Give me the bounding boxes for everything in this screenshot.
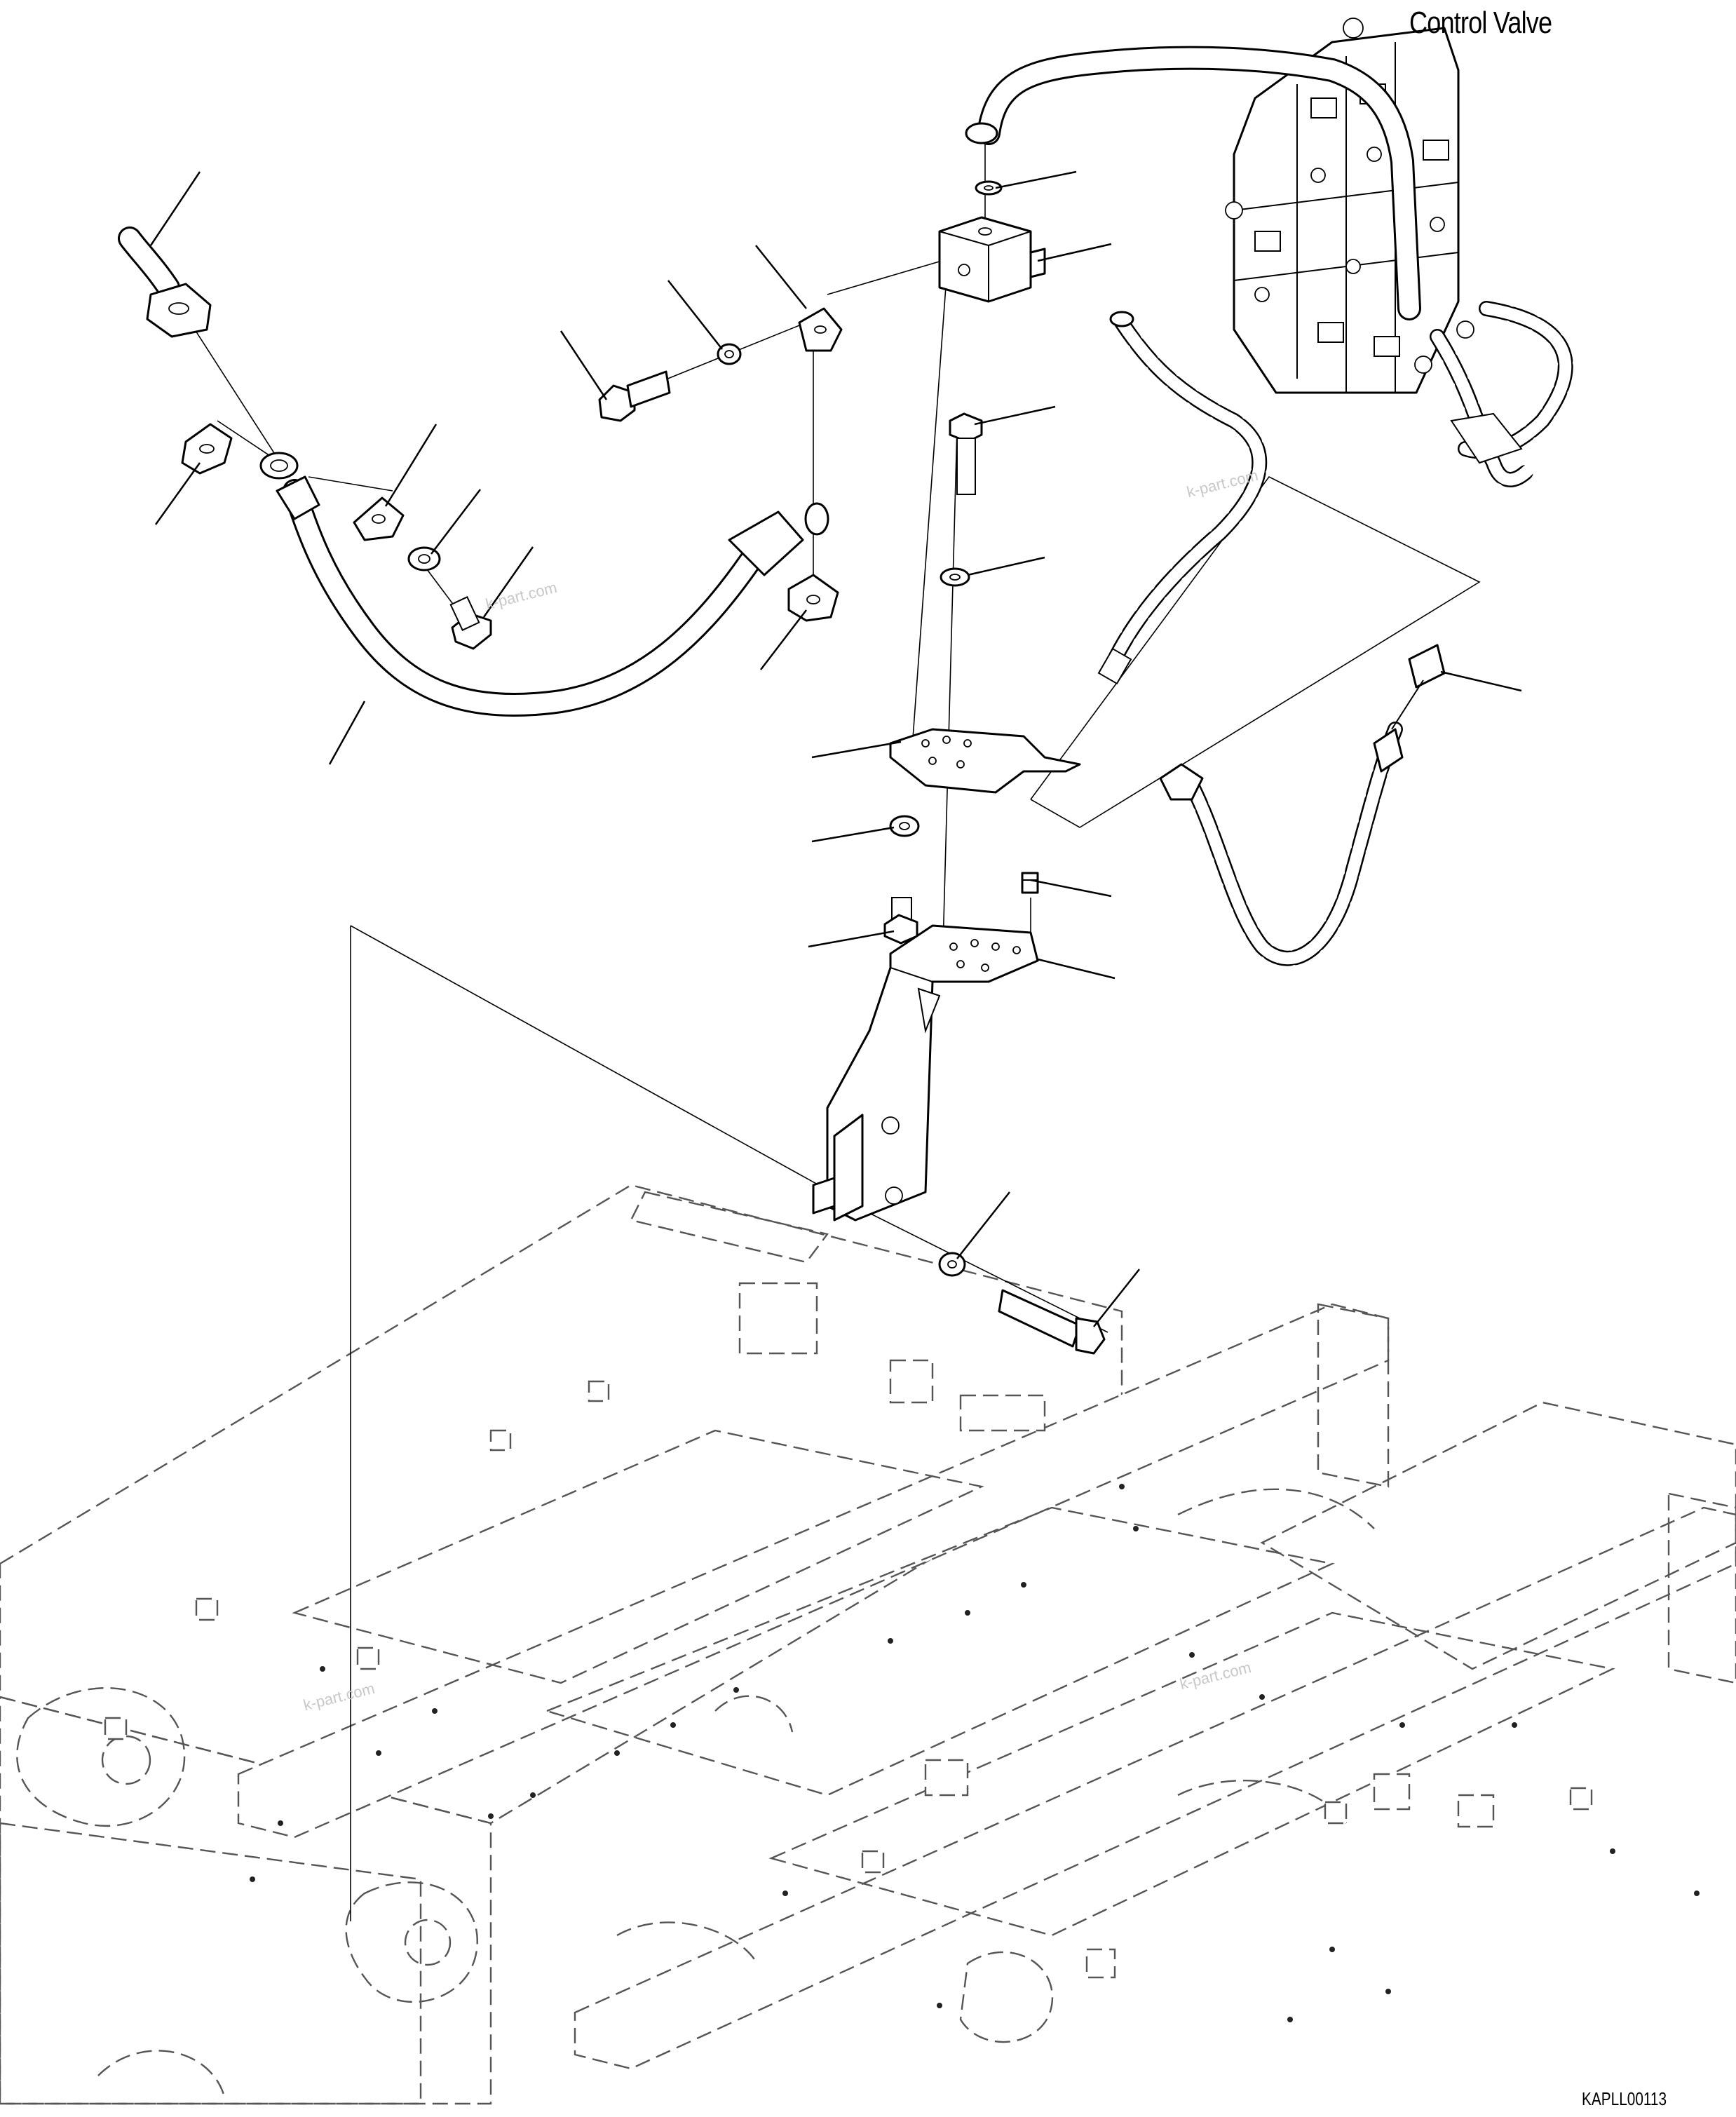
- block-joint: [938, 216, 1046, 303]
- callout-leaders: [149, 170, 1522, 1327]
- hose-coupling: [1373, 644, 1446, 773]
- suction-hose: [259, 452, 829, 717]
- valve-pipe: [965, 46, 1573, 487]
- bracket-bolt: [998, 1289, 1106, 1355]
- frame-rivets: [250, 1484, 1700, 2022]
- mounting-plate: [889, 728, 1081, 794]
- plate-washer: [889, 815, 920, 837]
- split-flange-lower: [787, 574, 839, 622]
- hose-elbow-top: [118, 226, 212, 338]
- clamp-washer: [717, 343, 742, 365]
- drawing-code-label: KAPLL00113: [1582, 2088, 1667, 2109]
- drain-hose: [1159, 722, 1403, 966]
- revolving-frame: [0, 1184, 1736, 2105]
- assembly-guide-lines: [185, 126, 1481, 1921]
- support-bracket: [812, 924, 1039, 1222]
- bracket-washer: [938, 1252, 966, 1277]
- flange-clamp: [798, 307, 843, 352]
- plate-bolt: [883, 897, 918, 945]
- o-ring: [975, 180, 1003, 196]
- lock-washer: [407, 546, 441, 571]
- control-valve-label: Control Valve: [1409, 6, 1552, 40]
- split-flange-half-upper: [353, 496, 405, 541]
- hex-bolt: [449, 596, 492, 650]
- split-flange-half: [181, 423, 233, 475]
- set-screw: [1021, 872, 1039, 894]
- clamp-bolt: [598, 370, 671, 422]
- drain-hose-dashed: [1097, 311, 1268, 685]
- long-bolt: [949, 412, 983, 495]
- spacer-washer: [940, 567, 970, 587]
